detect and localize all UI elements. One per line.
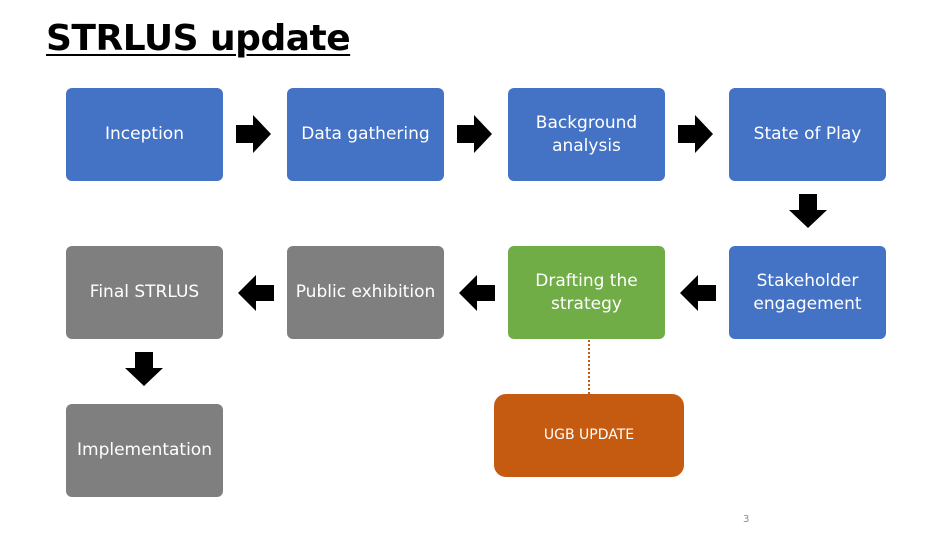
slide-title: STRLUS update [46,18,351,59]
ugb-connector-line [588,340,590,394]
step-final-strlus: Final STRLUS [66,246,223,339]
page-number: 3 [743,514,750,525]
arrow-left-icon [238,275,274,311]
step-background-analysis: Background analysis [508,88,665,181]
arrow-down-icon [125,352,163,386]
step-ugb-update: UGB UPDATE [494,394,684,477]
step-ugb-update-label: UGB UPDATE [543,427,635,443]
step-inception: Inception [66,88,223,181]
arrow-right-icon [457,115,492,153]
step-data-gathering: Data gathering [287,88,444,181]
step-state-of-play: State of Play [729,88,886,181]
step-drafting-strategy: Drafting the strategy [508,246,665,339]
step-public-exhibition: Public exhibition [287,246,444,339]
step-public-exhibition-label: Public exhibition [295,282,436,302]
step-drafting-strategy-label: Drafting the strategy [535,270,638,314]
step-state-of-play-label: State of Play [753,124,862,144]
arrow-right-icon [236,115,271,153]
step-final-strlus-label: Final STRLUS [89,282,200,302]
step-stakeholder-engagement-label: Stakeholder engagement [753,270,862,314]
step-background-analysis-label: Background analysis [535,112,638,156]
step-stakeholder-engagement: Stakeholder engagement [729,246,886,339]
arrow-down-icon [789,194,827,228]
step-inception-label: Inception [105,124,184,144]
step-implementation-label: Implementation [77,440,212,460]
arrow-left-icon [680,275,716,311]
arrow-right-icon [678,115,713,153]
step-data-gathering-label: Data gathering [301,124,430,144]
arrow-left-icon [459,275,495,311]
step-implementation: Implementation [66,404,223,497]
